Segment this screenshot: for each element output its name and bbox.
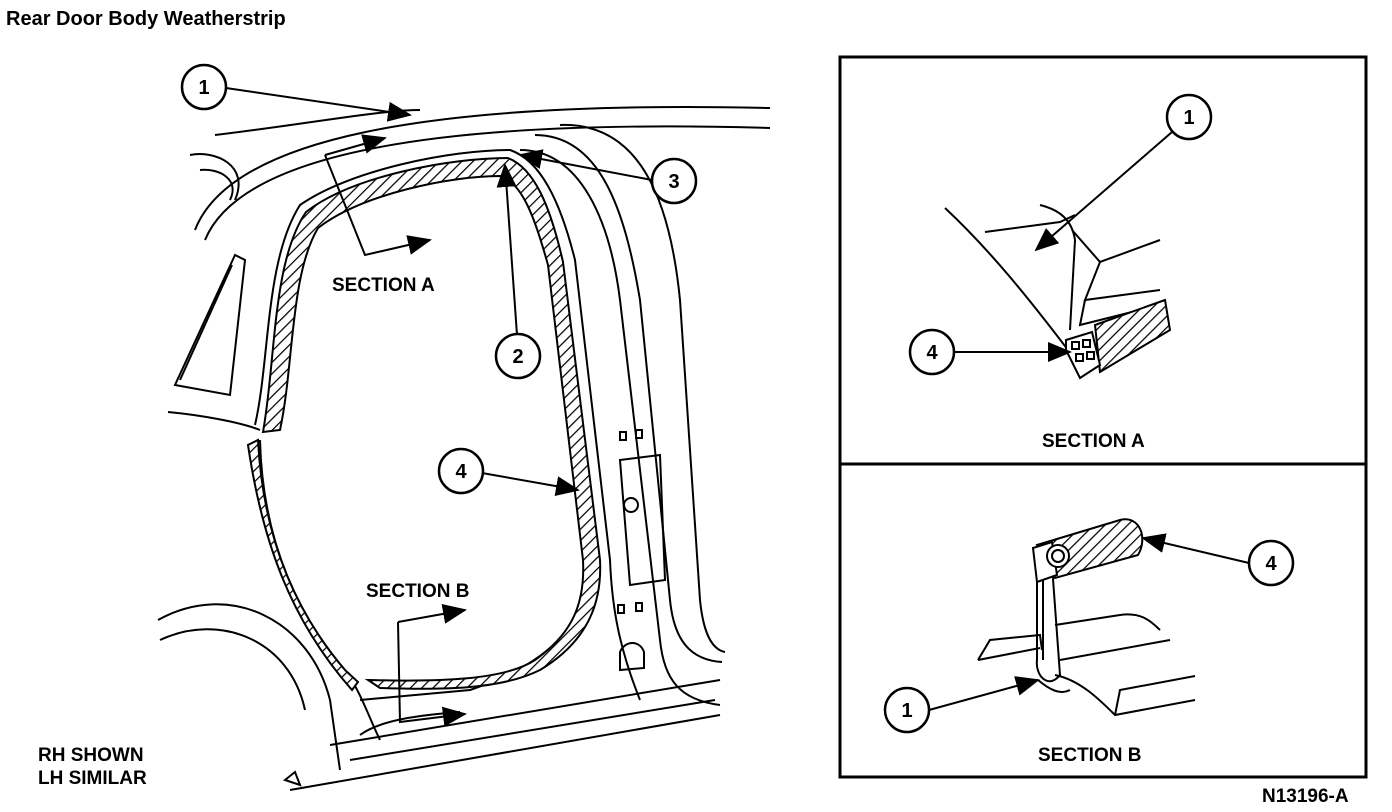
callout-a-4: 4 <box>908 328 956 376</box>
section-a-indicator <box>324 134 432 257</box>
callout-main-3: 3 <box>650 157 698 205</box>
callout-main-4: 4 <box>437 447 485 495</box>
callout-main-1: 1 <box>180 63 228 111</box>
leader-4 <box>481 472 580 497</box>
callout-b-1: 1 <box>883 686 931 734</box>
leader-a-1 <box>1034 131 1173 252</box>
section-b-label: SECTION B <box>366 581 470 602</box>
svg-text:1: 1 <box>198 77 209 99</box>
section-a-label: SECTION A <box>332 275 435 296</box>
section-a-detail <box>944 204 1172 380</box>
door-opening-outer <box>254 148 641 701</box>
figure-title: Rear Door Body Weatherstrip <box>6 8 286 30</box>
leader-3 <box>518 149 653 181</box>
svg-text:4: 4 <box>455 461 467 483</box>
roof-outer-line <box>194 106 771 231</box>
svg-text:1: 1 <box>1183 107 1194 129</box>
weatherstrip-rear-segment <box>246 438 360 692</box>
svg-text:1: 1 <box>901 700 912 722</box>
leader-b-1 <box>928 676 1040 711</box>
note-lh-similar: LH SIMILAR <box>38 768 147 789</box>
detail-b-caption: SECTION B <box>1038 745 1142 766</box>
note-rh-shown: RH SHOWN <box>38 745 144 766</box>
door-opening-inner <box>269 166 590 701</box>
svg-text:2: 2 <box>512 346 523 368</box>
svg-text:3: 3 <box>668 171 679 193</box>
leader-b-4 <box>1141 533 1250 564</box>
detail-a-caption: SECTION A <box>1042 431 1145 452</box>
leader-1 <box>225 87 412 122</box>
figure-id: N13196-A <box>1262 786 1349 807</box>
svg-text:4: 4 <box>926 342 938 364</box>
callout-a-1: 1 <box>1165 93 1213 141</box>
section-b-indicator <box>397 604 467 727</box>
section-b-detail <box>977 518 1196 717</box>
weatherstrip-outline <box>261 156 602 690</box>
detail-frame <box>838 55 1368 779</box>
callout-main-2: 2 <box>494 332 542 380</box>
leader-2 <box>496 163 518 336</box>
callout-b-4: 4 <box>1247 539 1295 587</box>
svg-text:4: 4 <box>1265 553 1277 575</box>
